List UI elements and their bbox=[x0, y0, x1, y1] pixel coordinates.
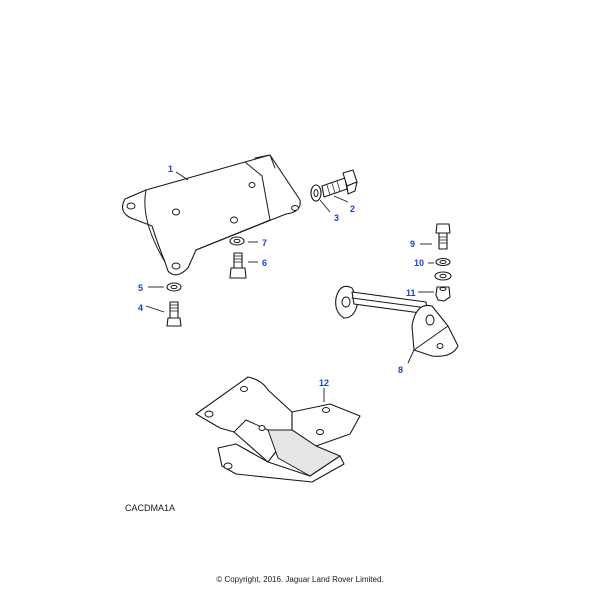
callout-7: 7 bbox=[262, 238, 267, 248]
copyright-notice: © Copyright, 2016. Jaguar Land Rover Lim… bbox=[216, 575, 384, 584]
callout-1: 1 bbox=[168, 164, 173, 174]
callout-9: 9 bbox=[410, 239, 415, 249]
callout-8: 8 bbox=[398, 365, 403, 375]
part-7-washer bbox=[229, 236, 245, 246]
part-3-washer bbox=[310, 184, 322, 202]
part-4-bolt bbox=[166, 301, 182, 327]
part-6-bolt bbox=[229, 252, 247, 279]
callout-5: 5 bbox=[138, 283, 143, 293]
part-5-washer bbox=[166, 282, 182, 292]
part-12-mount bbox=[195, 376, 361, 483]
part-9-bolt bbox=[435, 223, 451, 250]
part-11-nut bbox=[435, 286, 451, 302]
callout-4: 4 bbox=[138, 303, 143, 313]
part-1-bracket bbox=[122, 154, 301, 276]
part-8-mount bbox=[335, 285, 459, 357]
callout-labels: 1 2 3 4 5 6 7 8 9 10 11 12 bbox=[138, 164, 424, 388]
leader-lines bbox=[145, 171, 434, 402]
callout-12: 12 bbox=[319, 378, 329, 388]
part-10-washers bbox=[434, 257, 452, 281]
diagram-reference-code: CACDMA1A bbox=[125, 503, 176, 513]
callout-3: 3 bbox=[334, 213, 339, 223]
part-2-bolt bbox=[321, 169, 358, 198]
callout-10: 10 bbox=[414, 258, 424, 268]
callout-6: 6 bbox=[262, 258, 267, 268]
callout-2: 2 bbox=[350, 204, 355, 214]
callout-11: 11 bbox=[406, 288, 416, 298]
